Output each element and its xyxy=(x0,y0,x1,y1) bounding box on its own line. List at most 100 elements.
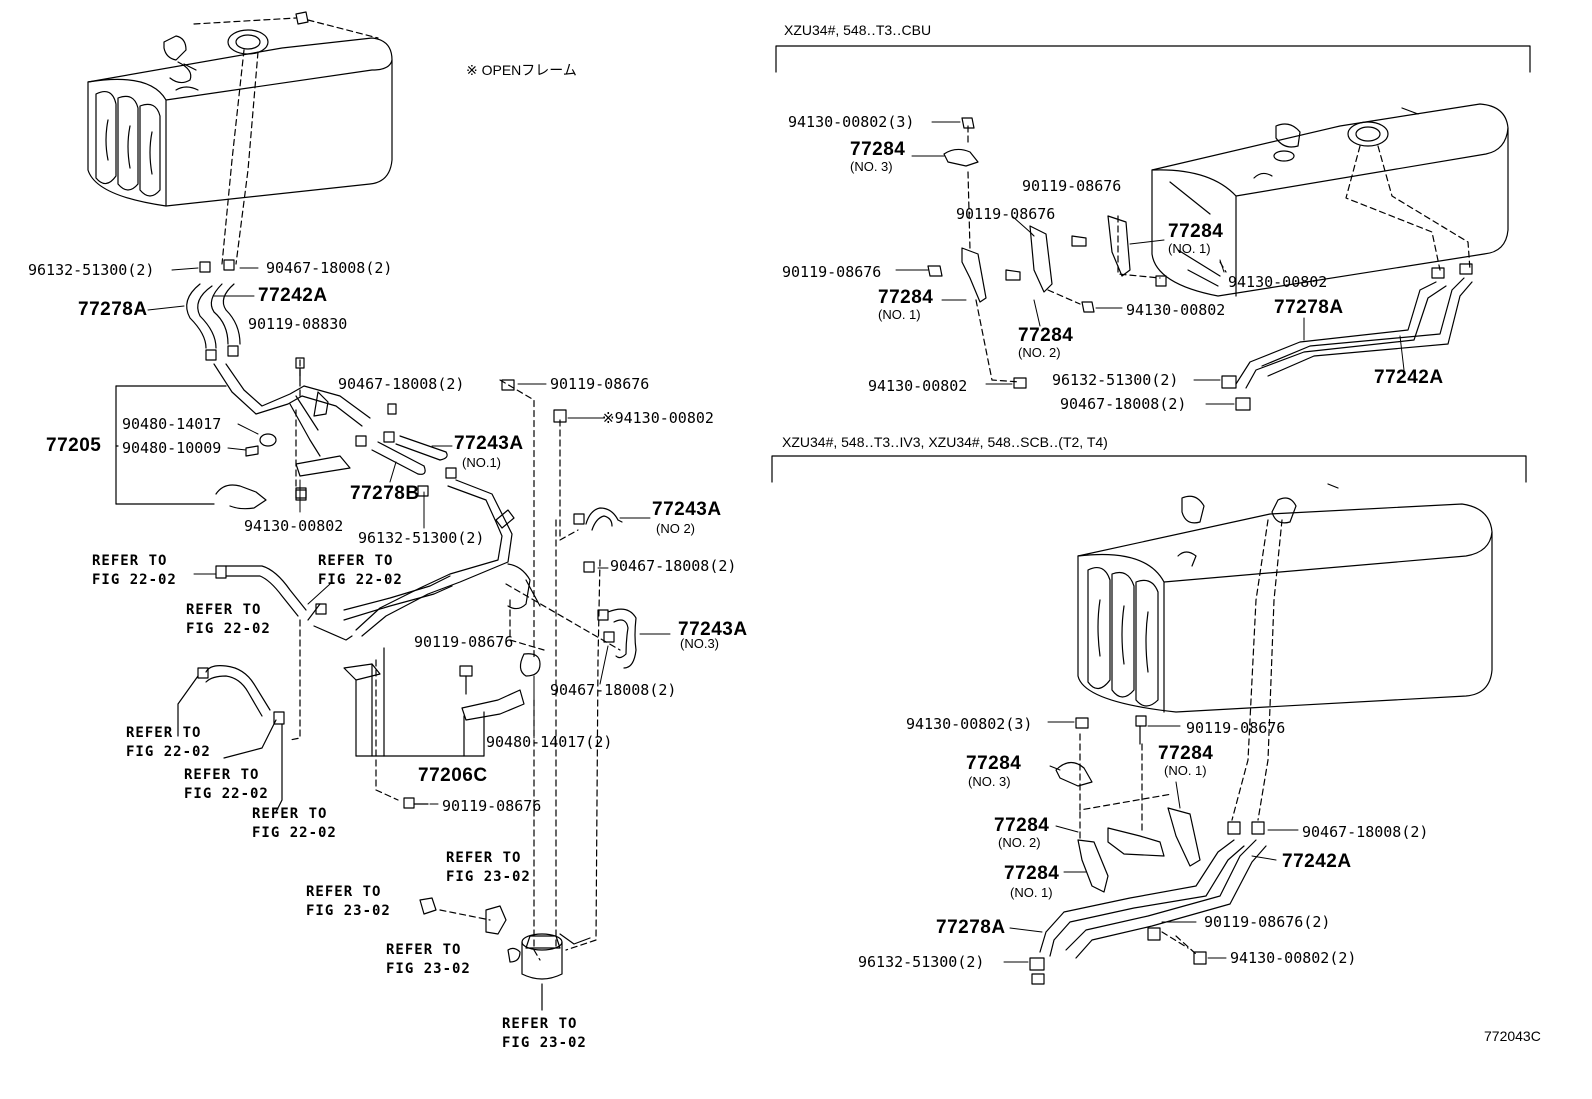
right-top-parts xyxy=(928,118,1472,410)
label-77243a-1: 77243A xyxy=(454,433,524,454)
label-90480-14017-2: 90480-14017(2) xyxy=(486,733,613,751)
rb-label-77284-d: 77284 xyxy=(1004,863,1060,884)
label-no2: (NO 2) xyxy=(656,521,695,536)
rt-label-77284-b: 77284 xyxy=(1168,221,1224,242)
rt-label-94130-a: 94130-00802 xyxy=(1228,273,1328,291)
rt-label-90467: 90467-18008(2) xyxy=(1060,395,1187,413)
rt-label-no3: (NO. 3) xyxy=(850,159,893,174)
refer-to-8: REFER TO xyxy=(306,884,382,900)
rt-label-90119-a: 90119-08676 xyxy=(1022,177,1122,195)
label-90119-08676-a: 90119-08676 xyxy=(550,375,650,393)
rt-label-90119-b: 90119-08676 xyxy=(956,205,1056,223)
rb-label-94130-3: 94130-00802(3) xyxy=(906,715,1033,733)
label-77243a-3: 77243A xyxy=(678,619,748,640)
refer-fig-3: FIG 22-02 xyxy=(186,621,271,637)
label-96132-51300: 96132-51300(2) xyxy=(28,261,155,279)
refer-to-6: REFER TO xyxy=(252,806,328,822)
right-bottom-leaders xyxy=(1004,722,1298,962)
right-top-frame xyxy=(776,46,1530,72)
refer-to-9: REFER TO xyxy=(386,942,462,958)
left-refer-hoses xyxy=(178,566,320,812)
rt-label-94130-c: 94130-00802 xyxy=(868,377,968,395)
rb-label-77284-a: 77284 xyxy=(966,753,1022,774)
refer-fig-9: FIG 23-02 xyxy=(386,961,471,977)
refer-fig-6: FIG 22-02 xyxy=(252,825,337,841)
label-90119-08676-b: 90119-08676 xyxy=(414,633,514,651)
left-fuel-filter xyxy=(420,898,590,1010)
rt-label-94130-b: 94130-00802 xyxy=(1126,301,1226,319)
label-90480-14017: 90480-14017 xyxy=(122,415,222,433)
rt-label-77284-a: 77284 xyxy=(850,139,906,160)
rt-label-no2: (NO. 2) xyxy=(1018,345,1061,360)
rt-label-77278a: 77278A xyxy=(1274,297,1344,318)
refer-to-2: REFER TO xyxy=(318,553,394,569)
left-hose-77243a-2 xyxy=(586,508,622,530)
rb-label-94130-2: 94130-00802(2) xyxy=(1230,949,1357,967)
label-77278b: 77278B xyxy=(350,483,420,504)
rb-label-no1-d: (NO. 1) xyxy=(1010,885,1053,900)
label-90467-18008-c: 90467-18008(2) xyxy=(610,557,737,575)
label-90467-18008-d: 90467-18008(2) xyxy=(550,681,677,699)
rb-label-77284-b: 77284 xyxy=(1158,743,1214,764)
left-fasteners xyxy=(296,358,566,808)
left-bracket-77205 xyxy=(116,386,226,504)
label-no3: (NO.3) xyxy=(680,636,719,651)
right-top-tank xyxy=(1152,104,1508,296)
left-tube-assembly xyxy=(214,364,370,509)
rt-label-no1-b: (NO. 1) xyxy=(1168,241,1211,256)
rb-label-90467: 90467-18008(2) xyxy=(1302,823,1429,841)
left-hoses-upper xyxy=(187,284,240,348)
rb-label-no1-b: (NO. 1) xyxy=(1164,763,1207,778)
right-bottom-frame xyxy=(772,456,1526,482)
open-frame-note: ※ OPENフレーム xyxy=(466,62,577,78)
left-leaders xyxy=(148,268,670,804)
label-90467-18008-b: 90467-18008(2) xyxy=(338,375,465,393)
label-no1: (NO.1) xyxy=(462,455,501,470)
right-bottom-guide xyxy=(1080,520,1282,954)
label-90119-08830: 90119-08830 xyxy=(248,315,348,333)
refer-fig-7: FIG 23-02 xyxy=(446,869,531,885)
refer-fig-4: FIG 22-02 xyxy=(126,744,211,760)
figure-id: 772043C xyxy=(1484,1028,1541,1044)
rb-label-90119-2: 90119-08676(2) xyxy=(1204,913,1331,931)
left-tube-long xyxy=(314,480,540,640)
label-94130-00802: 94130-00802 xyxy=(244,517,344,535)
rt-label-no1-c: (NO. 1) xyxy=(878,307,921,322)
left-guide-lines xyxy=(194,18,620,960)
refer-fig-2: FIG 22-02 xyxy=(318,572,403,588)
label-77278a: 77278A xyxy=(78,299,148,320)
right-bottom-parts xyxy=(1030,716,1266,984)
left-fuel-tank xyxy=(88,12,392,206)
header-variant-cbu: XZU34#, 548‥T3‥CBU xyxy=(784,22,932,38)
refer-fig-5: FIG 22-02 xyxy=(184,786,269,802)
refer-to-4: REFER TO xyxy=(126,725,202,741)
rt-label-94130-3: 94130-00802(3) xyxy=(788,113,915,131)
left-hose-77278b xyxy=(372,436,447,474)
refer-to-7: REFER TO xyxy=(446,850,522,866)
label-90119-08676-c: 90119-08676 xyxy=(442,797,542,815)
label-94130-00802-star: ※94130-00802 xyxy=(602,409,714,427)
refer-to-5: REFER TO xyxy=(184,767,260,783)
left-clips xyxy=(198,260,614,724)
rb-label-no2: (NO. 2) xyxy=(998,835,1041,850)
right-bottom-tank xyxy=(1078,484,1492,712)
label-90480-10009: 90480-10009 xyxy=(122,439,222,457)
refer-fig-1: FIG 22-02 xyxy=(92,572,177,588)
right-top-guide xyxy=(968,126,1470,382)
rt-label-96132: 96132-51300(2) xyxy=(1052,371,1179,389)
rb-label-77242a: 77242A xyxy=(1282,851,1352,872)
label-77242a: 77242A xyxy=(258,285,328,306)
rb-label-90119: 90119-08676 xyxy=(1186,719,1286,737)
label-77205: 77205 xyxy=(46,435,102,456)
refer-to-3: REFER TO xyxy=(186,602,262,618)
header-variant-iv3-scb: XZU34#, 548‥T3‥IV3, XZU34#, 548‥SCB‥(T2,… xyxy=(782,434,1108,450)
rt-label-90119-c: 90119-08676 xyxy=(782,263,882,281)
refer-fig-8: FIG 23-02 xyxy=(306,903,391,919)
rt-label-77284-d: 77284 xyxy=(1018,325,1074,346)
right-top-leaders xyxy=(896,122,1404,404)
rt-label-77284-c: 77284 xyxy=(878,287,934,308)
rb-label-77278a: 77278A xyxy=(936,917,1006,938)
refer-to-1: REFER TO xyxy=(92,553,168,569)
